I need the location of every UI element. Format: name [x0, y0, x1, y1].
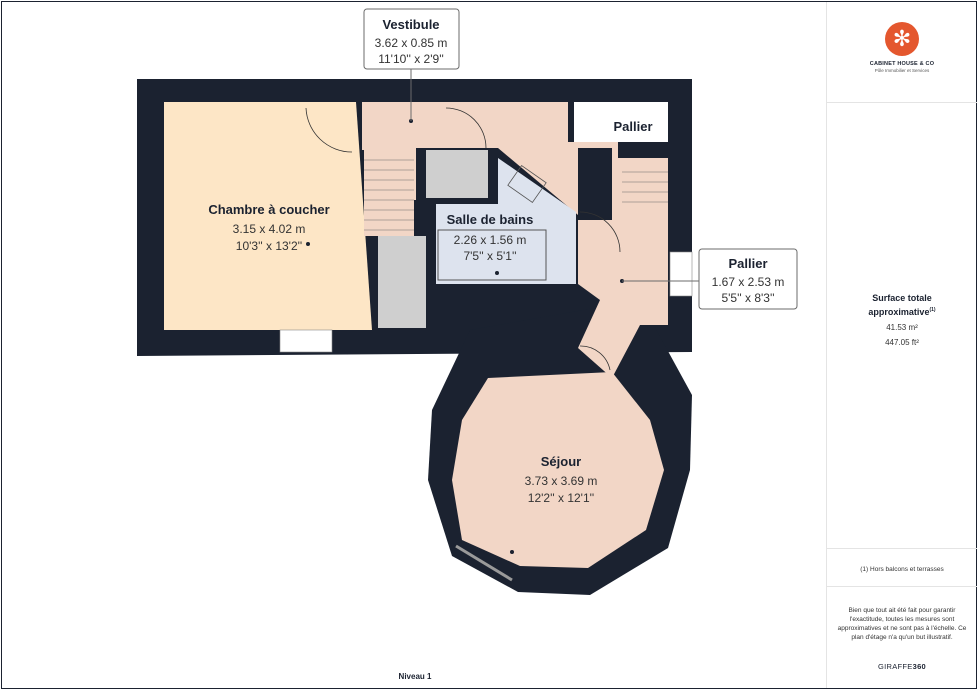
room-dim-m-sejour: 3.73 x 3.69 m: [525, 474, 598, 488]
window-right: [669, 251, 693, 297]
snowflake-logo-icon: ✻: [885, 22, 919, 56]
floor-chambre: [164, 102, 372, 330]
stair-left-landing: [378, 236, 426, 328]
room-name-pallier-top: Pallier: [613, 119, 652, 134]
room-dim-m-salle-de-bains: 2.26 x 1.56 m: [454, 233, 527, 247]
surface-title-sup: (1): [929, 307, 936, 313]
floor-plan: Vestibule 3.62 x 0.85 m 11'10'' x 2'9'' …: [137, 8, 798, 595]
floor-pallier-top: [574, 102, 668, 142]
sidebar: ✻ CABINET HOUSE & CO Pôle Immobilier et …: [826, 2, 977, 688]
room-name-salle-de-bains: Salle de bains: [447, 212, 534, 227]
room-name-chambre: Chambre à coucher: [208, 202, 329, 217]
room-dim-m-chambre: 3.15 x 4.02 m: [233, 222, 306, 236]
room-dim-ft-chambre: 10'3'' x 13'2'': [236, 239, 302, 253]
room-dim-ft-salle-de-bains: 7'5'' x 5'1'': [463, 249, 516, 263]
room-dim-ft-pallier-side: 5'5'' x 8'3'': [721, 291, 774, 305]
cupboard: [426, 150, 488, 198]
divider: [827, 102, 977, 103]
stair-left: [364, 150, 414, 236]
floor-pallier-side: [578, 220, 668, 378]
provider-logo: GIRAFFE360: [827, 662, 977, 671]
shower-tray: [507, 165, 547, 203]
room-dim-m-vestibule: 3.62 x 0.85 m: [375, 36, 448, 50]
stair-right-treads: [622, 171, 668, 203]
label-sejour: Séjour 3.73 x 3.69 m 12'2'' x 12'1'': [525, 454, 598, 505]
label-pallier-side: Pallier 1.67 x 2.53 m 5'5'' x 8'3'': [622, 248, 798, 310]
level-label: Niveau 1: [398, 672, 432, 681]
surface-title-line2: approximative: [868, 307, 930, 317]
stair-left-treads: [364, 159, 414, 231]
divider: [827, 548, 977, 549]
footnote: (1) Hors balcons et terrasses: [860, 566, 944, 573]
provider-prefix: GIRAFFE: [877, 662, 913, 671]
label-vestibule: Vestibule 3.62 x 0.85 m 11'10'' x 2'9'': [363, 8, 460, 121]
provider-suffix: 360: [912, 662, 927, 671]
surface-area-m2: 41.53 m²: [886, 323, 918, 332]
surface-area-ft2: 447.05 ft²: [885, 338, 919, 347]
room-name-sejour: Séjour: [541, 454, 581, 469]
surface-title-line1: Surface totale: [872, 293, 932, 303]
disclaimer: Bien que tout ait été fait pour garantir…: [837, 607, 967, 641]
surface-title: Surface totale approximative(1): [827, 292, 977, 318]
stair-right: [622, 162, 668, 208]
brand-name: CABINET HOUSE & CO: [869, 61, 935, 67]
room-dim-m-pallier-side: 1.67 x 2.53 m: [712, 275, 785, 289]
room-name-vestibule: Vestibule: [382, 17, 439, 32]
window-sejour: [455, 544, 513, 582]
label-chambre: Chambre à coucher 3.15 x 4.02 m 10'3'' x…: [208, 202, 329, 253]
door-swings: [305, 107, 621, 371]
room-dim-ft-sejour: 12'2'' x 12'1'': [528, 491, 594, 505]
label-salle-de-bains: Salle de bains 2.26 x 1.56 m 7'5'' x 5'1…: [447, 212, 534, 263]
bathtub: [437, 229, 547, 281]
floor-vestibule: [356, 102, 668, 220]
brand-logo: ✻ CABINET HOUSE & CO Pôle Immobilier et …: [827, 22, 977, 73]
divider: [827, 586, 977, 587]
floor-sejour: [452, 372, 664, 568]
room-dim-ft-vestibule: 11'10'' x 2'9'': [378, 52, 444, 66]
brand-tagline: Pôle Immobilier et Services: [874, 68, 930, 73]
window-bedroom: [279, 329, 333, 353]
room-name-pallier-side: Pallier: [728, 256, 767, 271]
label-pallier-top: Pallier: [613, 119, 652, 134]
